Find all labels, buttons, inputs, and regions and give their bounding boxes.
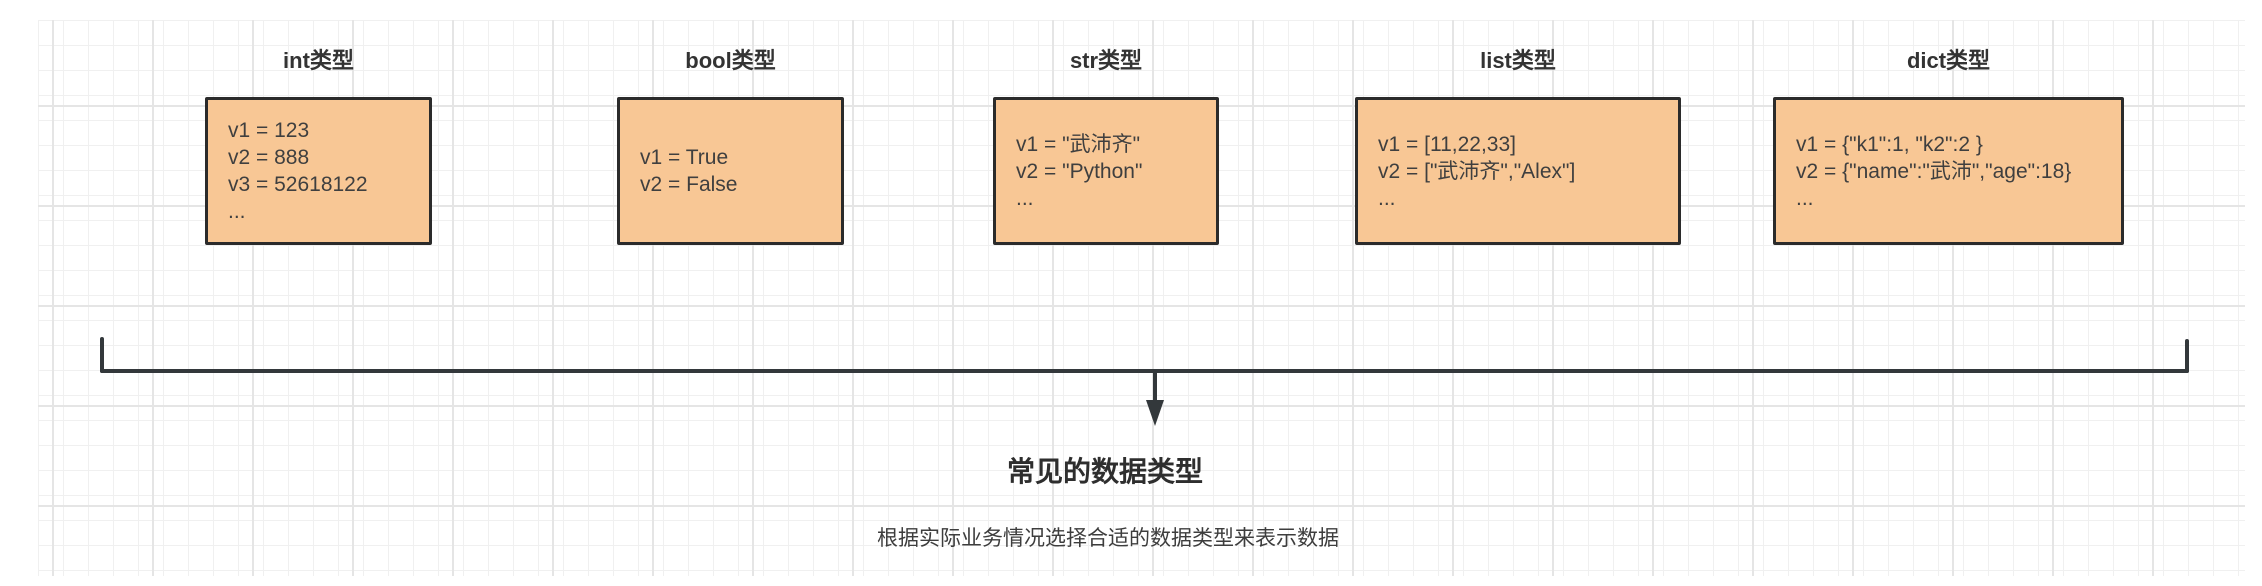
- box-line: ...: [1016, 186, 1034, 210]
- box-line: v1 = {"k1":1, "k2":2 }: [1796, 132, 1983, 156]
- summary-title: 常见的数据类型: [1006, 456, 1203, 487]
- box-line: v1 = "武沛齐": [1016, 132, 1141, 156]
- type-group-bool: bool类型 v1 = True v2 = False: [617, 46, 844, 245]
- type-group-int: int类型 v1 = 123 v2 = 888 v3 = 52618122 ..…: [205, 46, 432, 245]
- arrow-head: [1146, 400, 1164, 426]
- box-line: ...: [1796, 186, 1814, 210]
- box-title: bool类型: [685, 48, 776, 73]
- arrow-stem: [1153, 373, 1157, 403]
- box-line: v2 = {"name":"武沛","age":18}: [1796, 159, 2072, 183]
- box-line: v1 = True: [640, 146, 729, 169]
- box-line: v1 = 123: [228, 119, 310, 142]
- box-title: int类型: [283, 48, 354, 73]
- box-line: v2 = False: [640, 173, 738, 196]
- box-title: dict类型: [1906, 48, 1991, 73]
- box-line: v1 = [11,22,33]: [1378, 132, 1516, 156]
- bracket-end-right: [2185, 339, 2189, 373]
- type-box: v1 = [11,22,33] v2 = ["武沛齐","Alex"] ...: [1355, 97, 1681, 245]
- type-group-list: list类型 v1 = [11,22,33] v2 = ["武沛齐","Alex…: [1355, 46, 1681, 245]
- box-line: v2 = "Python": [1016, 159, 1143, 183]
- type-box: v1 = "武沛齐" v2 = "Python" ...: [993, 97, 1219, 245]
- type-group-dict: dict类型 v1 = {"k1":1, "k2":2 } v2 = {"nam…: [1773, 46, 2124, 245]
- box-title: str类型: [1069, 48, 1143, 73]
- box-line: v2 = 888: [228, 146, 310, 169]
- box-title: list类型: [1480, 48, 1556, 73]
- box-line: v3 = 52618122: [228, 173, 368, 196]
- type-box: v1 = {"k1":1, "k2":2 } v2 = {"name":"武沛"…: [1773, 97, 2124, 245]
- type-box: v1 = 123 v2 = 888 v3 = 52618122 ...: [205, 97, 432, 245]
- type-group-str: str类型 v1 = "武沛齐" v2 = "Python" ...: [993, 46, 1219, 245]
- box-line: ...: [1378, 186, 1396, 210]
- summary-subtitle: 根据实际业务情况选择合适的数据类型来表示数据: [877, 527, 1339, 550]
- bracket-line: [100, 369, 2189, 373]
- box-line: ...: [228, 200, 246, 223]
- bracket-end-left: [100, 337, 104, 373]
- box-line: v2 = ["武沛齐","Alex"]: [1378, 159, 1576, 183]
- type-box: v1 = True v2 = False: [617, 97, 844, 245]
